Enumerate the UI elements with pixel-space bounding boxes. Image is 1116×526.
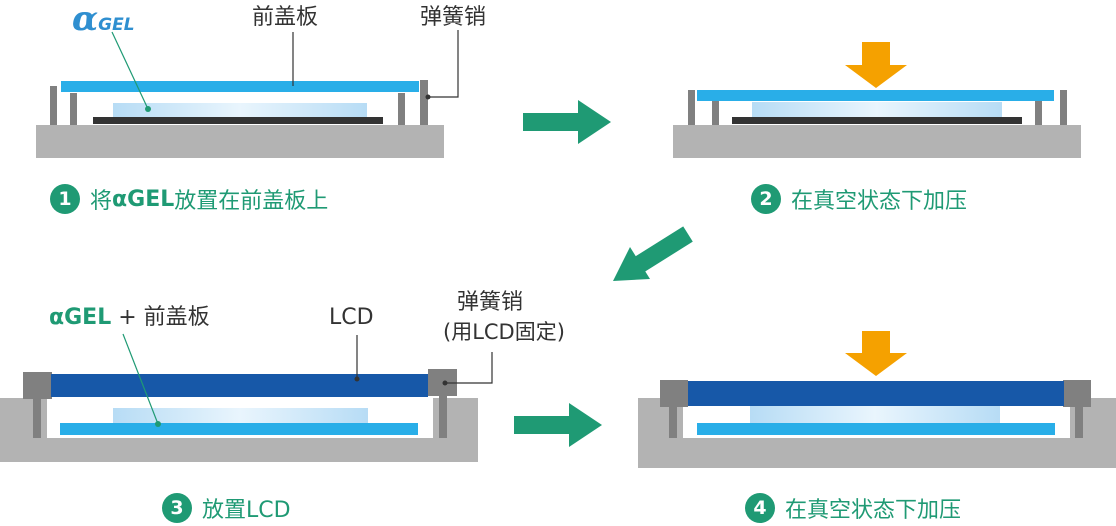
spring-pin <box>398 93 405 125</box>
front-panel <box>697 90 1054 101</box>
agel-layer <box>750 406 1000 423</box>
front-panel <box>61 81 419 92</box>
label-agel-plus-panel: αGEL + 前盖板 <box>49 307 210 329</box>
step-2-number: 2 <box>751 184 781 214</box>
step1-figure <box>36 30 459 158</box>
arrow-right-icon <box>523 100 611 144</box>
press-arrow-icon <box>845 331 907 376</box>
base-housing <box>638 398 1116 468</box>
step-2-caption: 2 在真空状态下加压 <box>751 183 967 215</box>
arrow-down-left-icon <box>613 226 693 281</box>
base-plate <box>36 125 444 158</box>
spring-pin <box>1075 398 1083 438</box>
base-housing <box>0 398 478 462</box>
step-1-highlight: αGEL <box>112 186 175 212</box>
spring-pin <box>50 86 57 125</box>
pin-cap <box>660 380 688 407</box>
front-panel <box>60 423 418 435</box>
label-agel-suffix: + 前盖板 <box>111 305 210 330</box>
base-plate <box>673 125 1081 158</box>
arrow-right-icon <box>514 403 602 447</box>
agel-logo: αGEL <box>72 2 135 36</box>
front-panel <box>697 423 1055 435</box>
leader-line <box>111 31 149 110</box>
pin-cap <box>1063 380 1091 407</box>
label-agel-prefix: αGEL <box>49 305 112 330</box>
spring-pin <box>439 396 447 438</box>
leader-dot <box>155 421 161 427</box>
leader-dot <box>354 376 360 382</box>
label-spring-pin-2-note: (用LCD固定) <box>443 320 565 344</box>
step-1-caption: 1 将 αGEL 放置在前盖板上 <box>50 183 328 215</box>
spring-pin <box>669 398 677 438</box>
agel-layer <box>113 408 368 423</box>
spring-pin <box>420 80 428 125</box>
label-spring-pin-2: 弹簧销 <box>457 290 524 315</box>
leader-dot <box>442 380 448 386</box>
step4-figure <box>638 331 1116 468</box>
press-arrow-icon <box>845 42 907 88</box>
leader-dot <box>425 94 431 100</box>
step3-figure <box>0 333 493 462</box>
agel-layer <box>113 103 367 117</box>
logo-alpha: α <box>72 0 99 39</box>
spring-pin <box>712 100 719 125</box>
step-1-number: 1 <box>50 184 80 214</box>
lcd-black-bar <box>93 117 383 124</box>
agel-layer <box>752 102 1002 117</box>
logo-gel: GEL <box>98 15 135 35</box>
step-3-text: 放置LCD <box>202 498 291 523</box>
step-4-text: 在真空状态下加压 <box>785 498 962 523</box>
lcd-panel <box>688 381 1064 406</box>
label-lcd: LCD <box>329 305 374 330</box>
spring-pin <box>1060 90 1067 125</box>
step-4-number: 4 <box>745 493 775 523</box>
lcd-black-bar <box>732 117 1022 124</box>
step-1-prefix: 将 <box>90 189 113 214</box>
step-1-suffix: 放置在前盖板上 <box>174 189 329 214</box>
leader-line <box>445 352 493 384</box>
spring-pin <box>688 90 695 125</box>
step2-figure <box>673 42 1081 158</box>
leader-dot <box>145 106 151 112</box>
step-3-number: 3 <box>162 493 192 523</box>
spring-pin <box>1035 100 1042 125</box>
step-2-text: 在真空状态下加压 <box>791 189 968 214</box>
leader-line <box>122 333 159 425</box>
leader-line <box>428 30 459 98</box>
spring-pin <box>33 396 41 438</box>
pin-cap <box>23 372 52 399</box>
lcd-panel <box>51 374 428 397</box>
spring-pin <box>70 93 77 125</box>
step-4-caption: 4 在真空状态下加压 <box>745 492 961 524</box>
label-front-panel: 前盖板 <box>252 5 319 30</box>
label-spring-pin: 弹簧销 <box>420 5 487 30</box>
step-3-caption: 3 放置LCD <box>162 492 291 524</box>
